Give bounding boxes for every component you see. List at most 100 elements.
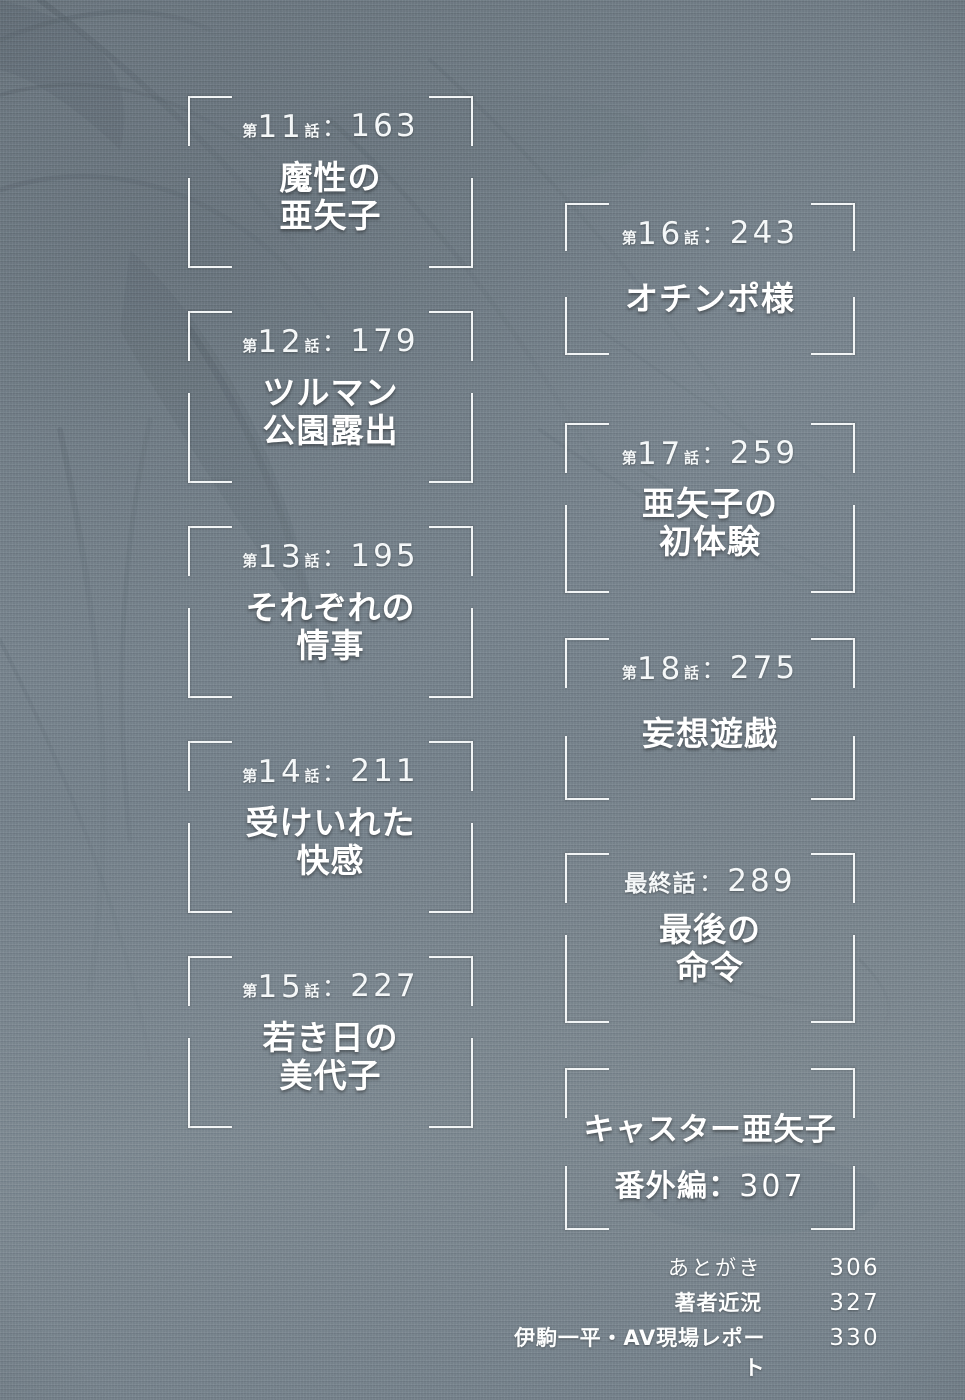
backmatter-page: 330	[829, 1325, 880, 1351]
chapter-prefix: 第	[242, 982, 258, 1000]
chapter-number-line: 第12話：179	[188, 311, 473, 360]
chapter-separator: ：	[321, 543, 349, 572]
chapter-title-line2: 命令	[676, 947, 744, 987]
chapter-separator: ：	[701, 655, 728, 684]
backmatter-list: あとがき 306 著者近況 327 伊駒一平・AV現場レポート 330	[500, 1252, 880, 1380]
chapter-page: 259	[729, 435, 799, 471]
chapter-page: 195	[350, 538, 419, 574]
chapter-title-line1: 受けいれた	[245, 803, 416, 842]
backmatter-label: あとがき	[667, 1256, 762, 1280]
backmatter-page: 306	[829, 1255, 880, 1281]
chapter-number-line: 第17話：259	[565, 423, 855, 472]
chapter-number: 12	[257, 324, 305, 360]
chapter-number-line: 第13話：195	[188, 526, 473, 575]
chapter-separator: ：	[321, 758, 349, 787]
chapter-separator: ：	[321, 113, 349, 142]
chapter-unit: 話	[304, 767, 320, 785]
chapter-title: 受けいれた 快感	[188, 790, 473, 879]
chapter-page: 211	[350, 753, 419, 789]
chapter-prefix: 第	[242, 767, 258, 785]
chapter-title-line2: 快感	[296, 840, 365, 880]
chapter-title-line2: 亜矢子	[279, 195, 382, 235]
chapter-prefix: 第	[242, 122, 258, 140]
chapter-number: 17	[637, 436, 684, 472]
toc-entry-chapter-17[interactable]: 第17話：259 亜矢子の 初体験	[565, 423, 855, 593]
chapter-prefix: 第	[621, 229, 638, 247]
chapter-number-line: 第14話：211	[188, 741, 473, 790]
chapter-title: ツルマン 公園露出	[188, 360, 473, 449]
chapter-separator: ：	[321, 328, 349, 357]
backmatter-row[interactable]: 伊駒一平・AV現場レポート 330	[500, 1322, 880, 1380]
chapter-page: 275	[729, 650, 799, 686]
chapter-title-line1: ツルマン	[262, 373, 399, 412]
bonus-title-line2: 番外編：307	[565, 1149, 855, 1205]
toc-entry-chapter-13[interactable]: 第13話：195 それぞれの 情事	[188, 526, 473, 698]
chapter-title: オチンポ様	[565, 252, 855, 318]
chapter-page: 163	[350, 108, 419, 144]
chapter-unit: 話	[304, 982, 320, 1000]
toc-entry-chapter-14[interactable]: 第14話：211 受けいれた 快感	[188, 741, 473, 913]
chapter-title-line2: 公園露出	[262, 410, 399, 450]
backmatter-label: 著者近況	[674, 1291, 762, 1315]
toc-entry-chapter-11[interactable]: 第11話：163 魔性の 亜矢子	[188, 96, 473, 268]
chapter-prefix: 第	[242, 552, 258, 570]
chapter-number: 13	[257, 539, 305, 575]
chapter-title: 魔性の 亜矢子	[188, 145, 473, 234]
chapter-title-line1: それぞれの	[245, 588, 416, 627]
chapter-separator: ：	[701, 220, 728, 249]
backmatter-row[interactable]: あとがき 306	[500, 1252, 880, 1287]
bonus-page: 307	[739, 1169, 806, 1204]
bonus-separator: ：	[708, 1169, 740, 1204]
chapter-prefix: 第	[242, 337, 258, 355]
chapter-title: 若き日の 美代子	[188, 1005, 473, 1094]
bonus-title-line1: キャスター亜矢子	[583, 1112, 837, 1148]
chapter-title: 最後の 命令	[565, 899, 855, 986]
toc-entry-chapter-16[interactable]: 第16話：243 オチンポ様	[565, 203, 855, 355]
chapter-separator: ：	[701, 440, 728, 469]
toc-entry-chapter-18[interactable]: 第18話：275 妄想遊戯	[565, 638, 855, 800]
toc-entry-bonus-chapter[interactable]: キャスター亜矢子 番外編：307	[565, 1068, 855, 1230]
chapter-number: 14	[257, 754, 305, 790]
chapter-number-line: 第18話：275	[565, 638, 855, 687]
chapter-title-line1: 亜矢子の	[642, 484, 778, 523]
chapter-separator: ：	[321, 973, 349, 1002]
toc-entry-final-chapter[interactable]: 最終話：289 最後の 命令	[565, 853, 855, 1023]
chapter-page: 179	[350, 323, 419, 359]
chapter-unit: 話	[683, 229, 700, 247]
toc-entry-chapter-15[interactable]: 第15話：227 若き日の 美代子	[188, 956, 473, 1128]
chapter-unit: 話	[304, 337, 320, 355]
chapter-page: 289	[727, 863, 796, 899]
chapter-page: 227	[350, 968, 419, 1004]
backmatter-row[interactable]: 著者近況 327	[500, 1287, 880, 1322]
final-chapter-label: 最終話	[624, 871, 697, 897]
chapter-unit: 話	[683, 664, 700, 682]
chapter-title-line2: 初体験	[659, 521, 761, 561]
chapter-number: 16	[637, 216, 684, 252]
bonus-label: 番外編	[614, 1169, 709, 1204]
chapter-number-line: 第15話：227	[188, 956, 473, 1005]
chapter-number-line: 第16話：243	[565, 203, 855, 252]
toc-entry-chapter-12[interactable]: 第12話：179 ツルマン 公園露出	[188, 311, 473, 483]
chapter-number-line: 第11話：163	[188, 96, 473, 145]
chapter-title: 亜矢子の 初体験	[565, 472, 855, 560]
chapter-unit: 話	[683, 449, 700, 467]
backmatter-label: 伊駒一平・AV現場レポート	[514, 1326, 766, 1380]
chapter-title: 妄想遊戯	[565, 687, 855, 753]
chapter-title-line1: 妄想遊戯	[642, 714, 778, 753]
chapter-title-line1: オチンポ様	[625, 279, 795, 318]
chapter-number: 11	[257, 109, 305, 145]
chapter-separator: ：	[698, 868, 726, 897]
backmatter-page: 327	[829, 1290, 880, 1316]
chapter-prefix: 第	[621, 449, 638, 467]
chapter-title-line1: 若き日の	[262, 1018, 399, 1057]
chapter-number: 15	[257, 969, 305, 1005]
chapter-unit: 話	[304, 552, 320, 570]
chapter-title: それぞれの 情事	[188, 575, 473, 664]
chapter-number-line: 最終話：289	[565, 853, 855, 899]
chapter-title-line1: 最後の	[659, 910, 761, 949]
chapter-title-line1: 魔性の	[279, 158, 382, 197]
chapter-page: 243	[729, 215, 799, 251]
chapter-title-line2: 情事	[296, 625, 365, 665]
